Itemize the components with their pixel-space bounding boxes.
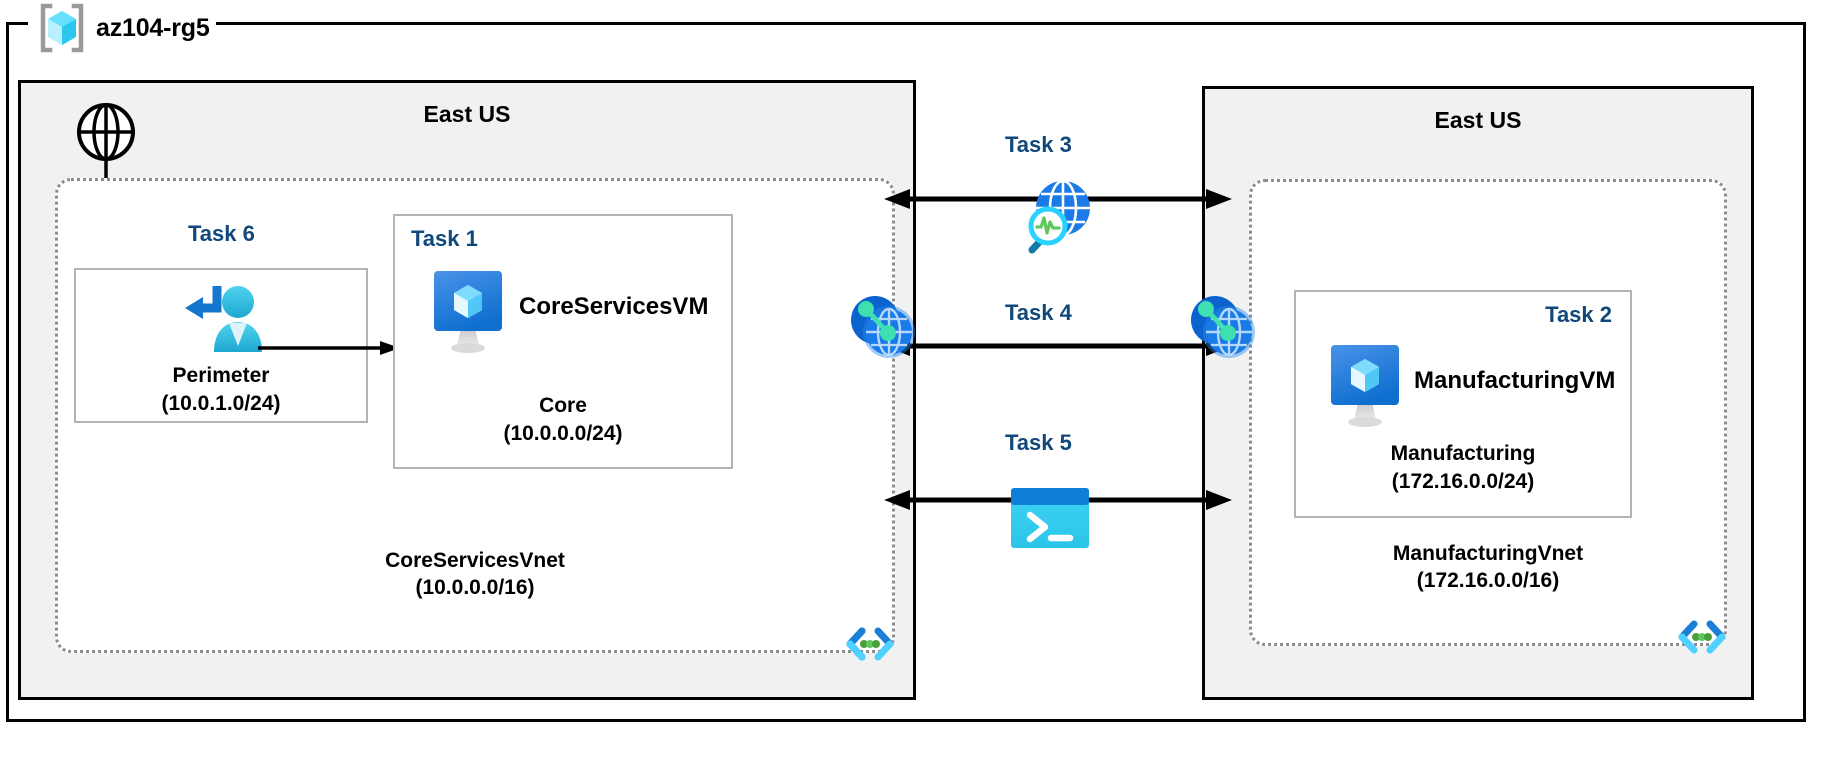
vm-name-manufacturingvm: ManufacturingVM: [1414, 367, 1616, 394]
region-east-us-right: East US Task 2: [1202, 86, 1754, 700]
task4-connection-arrow: [884, 336, 1232, 356]
task-label-6: Task 6: [188, 221, 255, 246]
vnet-peering-icon-left: [845, 290, 921, 371]
vnet-manufacturing-label: ManufacturingVnet (172.16.0.0/16): [1252, 540, 1724, 595]
subnet-manufacturing-name: Manufacturing: [1390, 442, 1536, 465]
perimeter-to-core-arrow: [258, 341, 400, 355]
virtual-machine-icon: [427, 268, 509, 359]
vnet-manufacturingvnet: Task 2: [1249, 179, 1727, 654]
subnet-core: Task 1: [393, 214, 733, 469]
code-brackets-icon: [1674, 614, 1730, 665]
vnet-core-name: CoreServicesVnet: [385, 548, 565, 572]
task-label-1: Task 1: [411, 226, 478, 251]
region-right-title: East US: [1434, 107, 1522, 133]
network-watcher-icon: [1015, 170, 1099, 259]
globe-icon: [75, 101, 137, 168]
code-brackets-icon: [842, 621, 898, 672]
task-label-5: Task 5: [1005, 430, 1072, 455]
task-label-3: Task 3: [1005, 132, 1072, 157]
vnet-manufacturing-name: ManufacturingVnet: [1392, 541, 1584, 565]
subnet-manufacturing: Task 2: [1294, 290, 1632, 518]
subnet-manufacturing-cidr: (172.16.0.0/24): [1391, 469, 1535, 493]
user-entry-icon: [181, 280, 269, 363]
subnet-core-name: Core: [539, 394, 587, 417]
vnet-core-label: CoreServicesVnet (10.0.0.0/16): [58, 547, 892, 602]
vnet-core-cidr: (10.0.0.0/16): [415, 576, 535, 600]
virtual-machine-icon: [1324, 342, 1406, 433]
subnet-perimeter-label: Perimeter (10.0.1.0/24): [76, 362, 366, 417]
subnet-core-label: Core (10.0.0.0/24): [395, 392, 731, 447]
resource-group-name: az104-rg5: [96, 13, 210, 42]
region-left-title: East US: [423, 101, 511, 127]
vnet-peering-icon-right: [1185, 290, 1261, 371]
subnet-core-cidr: (10.0.0.0/24): [503, 421, 623, 445]
subnet-perimeter: Perimeter (10.0.1.0/24): [74, 268, 368, 423]
vm-name-coreservicesvm: CoreServicesVM: [519, 293, 709, 320]
task-label-2: Task 2: [1545, 302, 1612, 327]
resource-group-title: az104-rg5: [28, 0, 216, 56]
task-label-4: Task 4: [1005, 300, 1072, 325]
azure-resource-group-icon: [34, 0, 90, 56]
vnet-coreservicesvnet: Task 6: [55, 178, 895, 661]
subnet-perimeter-name: Perimeter: [172, 364, 270, 387]
vnet-manufacturing-cidr: (172.16.0.0/16): [1416, 569, 1560, 593]
subnet-manufacturing-label: Manufacturing (172.16.0.0/24): [1296, 440, 1630, 495]
region-east-us-left: East US Task 6: [18, 80, 916, 700]
subnet-perimeter-cidr: (10.0.1.0/24): [161, 391, 281, 415]
cloud-shell-icon: [1010, 487, 1090, 554]
